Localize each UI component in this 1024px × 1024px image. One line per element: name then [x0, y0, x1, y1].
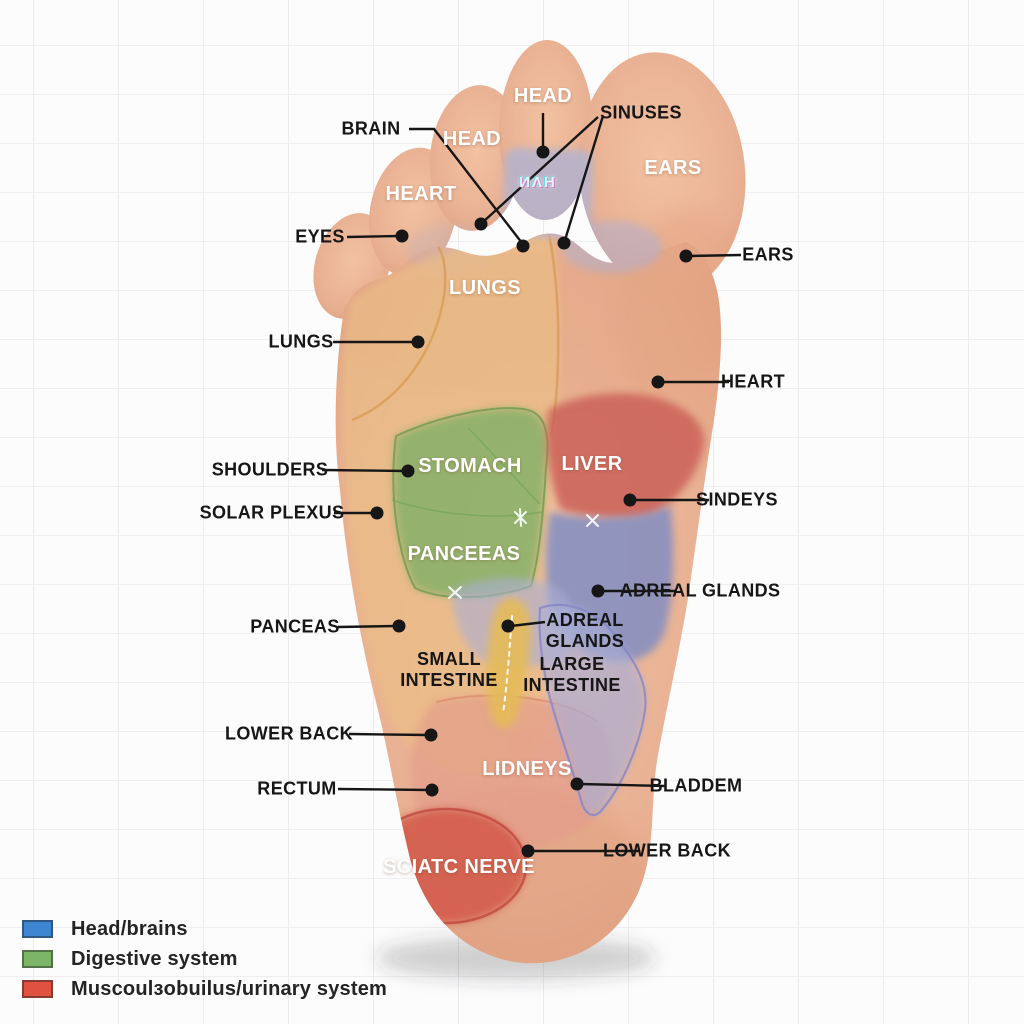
- line-ears: [687, 253, 742, 258]
- line-panceas: [337, 624, 397, 629]
- zone-stomach-edge: [392, 407, 549, 599]
- line-lower-back: [348, 732, 429, 737]
- zone-stomach-veins: [391, 427, 543, 517]
- line-eyes: [346, 234, 400, 239]
- legend: Head/brains Digestive system Muscoulзobu…: [22, 914, 387, 1004]
- legend-item-digestive: Digestive system: [22, 944, 387, 974]
- pointer-dots: [370, 145, 693, 858]
- line-sinuses-a: [563, 115, 605, 241]
- zone-bladder-wedge: [539, 604, 646, 815]
- ball-blue-patch: [562, 221, 662, 273]
- line-bladdem: [579, 782, 667, 788]
- zone-lungs-inner-outline: [351, 246, 447, 422]
- zone-liver: [546, 393, 705, 518]
- legend-label-urinary: Muscoulзobuilus/urinary system: [71, 977, 388, 1000]
- legend-swatch-head-brains: [22, 920, 53, 938]
- legend-label-digestive: Digestive system: [71, 947, 238, 970]
- zone-bladder-edge: [538, 603, 647, 817]
- legend-label-head-brains: Head/brains: [71, 917, 188, 940]
- line-sinuses-b: [482, 116, 599, 223]
- leader-lines: [321, 113, 742, 853]
- line-rectum: [337, 787, 430, 792]
- line-brain: [409, 127, 523, 244]
- legend-swatch-digestive: [22, 950, 53, 968]
- legend-item-head-brains: Head/brains: [22, 914, 387, 944]
- zone-stomach-pancreas: [393, 408, 548, 598]
- line-shoulders: [321, 468, 406, 473]
- legend-swatch-urinary: [22, 980, 53, 998]
- line-adreal-center: [510, 620, 546, 628]
- legend-item-urinary: Muscoulзobuilus/urinary system: [22, 974, 387, 1004]
